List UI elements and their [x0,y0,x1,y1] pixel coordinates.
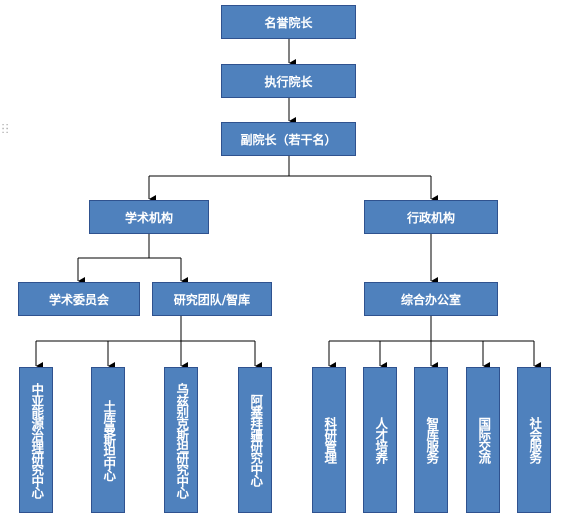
center-label-4: 阿塞拜疆研究中心 [248,394,264,486]
office-box-3[interactable]: 智库服务 [414,367,448,513]
admin-box[interactable]: 行政机构 [364,200,498,234]
academic-label: 学术机构 [124,210,173,225]
center-label-3: 乌兹别克斯坦研究中心 [174,382,190,498]
academic-committee-label: 学术委员会 [48,292,109,307]
office-box-1[interactable]: 科研管理 [312,367,346,513]
office-label-4: 国际交流 [476,417,492,463]
admin-label: 行政机构 [406,210,455,225]
office-label-2: 人才培养 [373,417,389,463]
honorary-dean-box[interactable]: 名誉院长 [221,5,356,39]
honorary-dean-label: 名誉院长 [264,15,313,30]
drag-handle-icon[interactable]: ∷∷ [2,122,10,137]
office-label-1: 科研管理 [322,417,338,463]
center-box-2[interactable]: 土库曼斯坦中心 [91,367,125,513]
academic-box[interactable]: 学术机构 [89,200,209,234]
center-box-3[interactable]: 乌兹别克斯坦研究中心 [164,367,198,513]
center-label-1: 中亚能源治理研究中心 [29,382,45,498]
office-box-2[interactable]: 人才培养 [363,367,397,513]
center-box-4[interactable]: 阿塞拜疆研究中心 [238,367,272,513]
office-box-4[interactable]: 国际交流 [466,367,500,513]
vice-dean-box[interactable]: 副院长（若干名） [221,122,356,156]
academic-committee-box[interactable]: 学术委员会 [18,282,140,316]
center-box-1[interactable]: 中亚能源治理研究中心 [19,367,53,513]
center-label-2: 土库曼斯坦中心 [101,399,117,481]
general-office-label: 综合办公室 [400,292,461,307]
research-team-box[interactable]: 研究团队/智库 [152,282,272,316]
office-box-5[interactable]: 社会服务 [517,367,551,513]
research-team-label: 研究团队/智库 [173,292,251,307]
general-office-box[interactable]: 综合办公室 [364,282,498,316]
office-label-5: 社会服务 [527,417,543,463]
vice-dean-label: 副院长（若干名） [240,132,337,147]
office-label-3: 智库服务 [424,417,440,463]
executive-dean-label: 执行院长 [264,74,313,89]
executive-dean-box[interactable]: 执行院长 [221,64,356,98]
